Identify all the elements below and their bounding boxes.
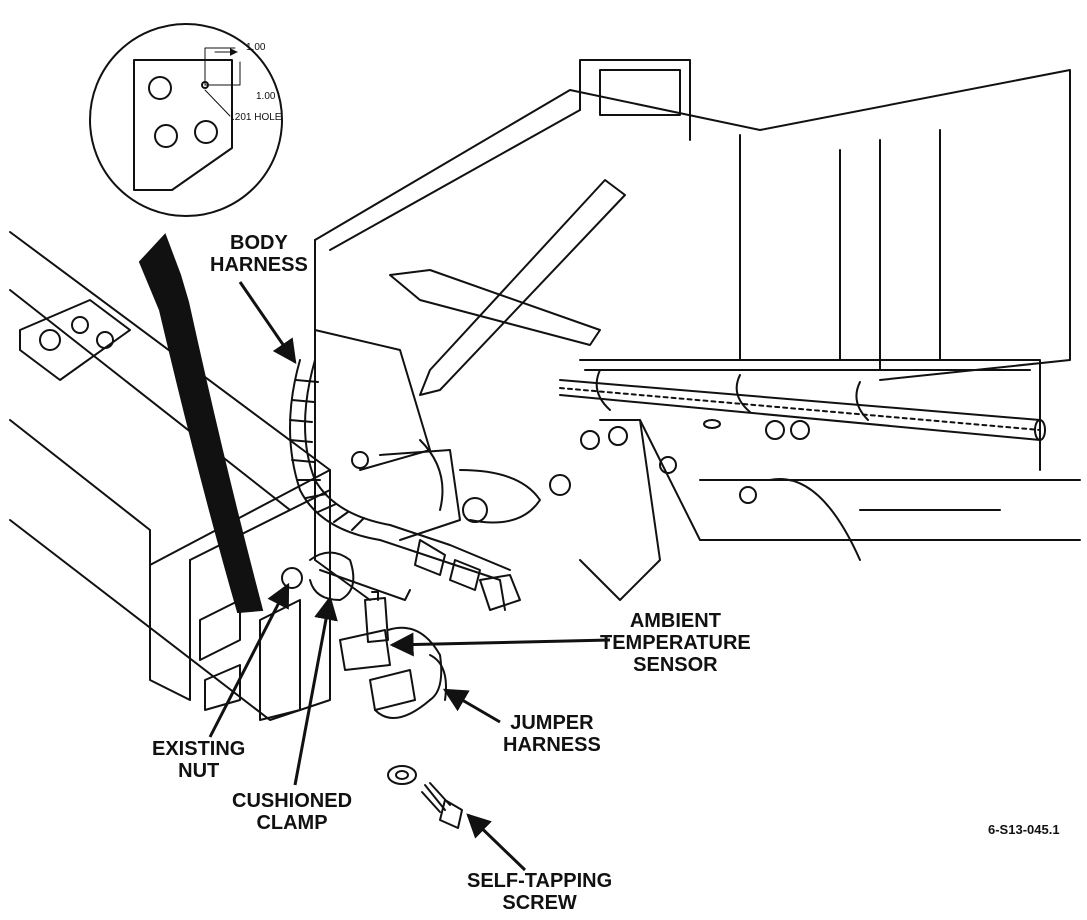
leader-cushioned-clamp [293, 595, 338, 786]
leader-ambient-sensor [389, 632, 611, 657]
leader-body-harness [238, 281, 297, 364]
label-jumper-harness: JUMPER HARNESS [503, 712, 601, 756]
label-existing-nut: EXISTING NUT [152, 738, 246, 782]
leader-self-tapping-screw [466, 813, 527, 872]
frame-rail [9, 231, 331, 721]
inset-dim-vertical: 1.00 [256, 91, 276, 102]
label-body-harness: BODY HARNESS [210, 232, 308, 276]
label-self-tapping-screw: SELF-TAPPING SCREW [467, 870, 613, 914]
inset-dim-horizontal: 1.00 [246, 42, 266, 53]
leader-jumper-harness [442, 688, 501, 724]
body-housing [314, 59, 1081, 601]
figure-id: 6-S13-045.1 [988, 822, 1060, 837]
detail-inset [89, 23, 283, 217]
screw-and-washer [387, 765, 463, 829]
sensor-assembly [281, 551, 447, 719]
wire-loom [559, 369, 1046, 441]
label-ambient-temperature-sensor: AMBIENT TEMPERATURE SENSOR [600, 610, 751, 676]
leader-existing-nut [208, 582, 290, 738]
inset-hole-note: .201 HOLE [232, 112, 282, 123]
label-cushioned-clamp: CUSHIONED CLAMP [232, 790, 353, 834]
body-harness-loom [289, 359, 521, 611]
big-curved-arrow [138, 233, 264, 614]
